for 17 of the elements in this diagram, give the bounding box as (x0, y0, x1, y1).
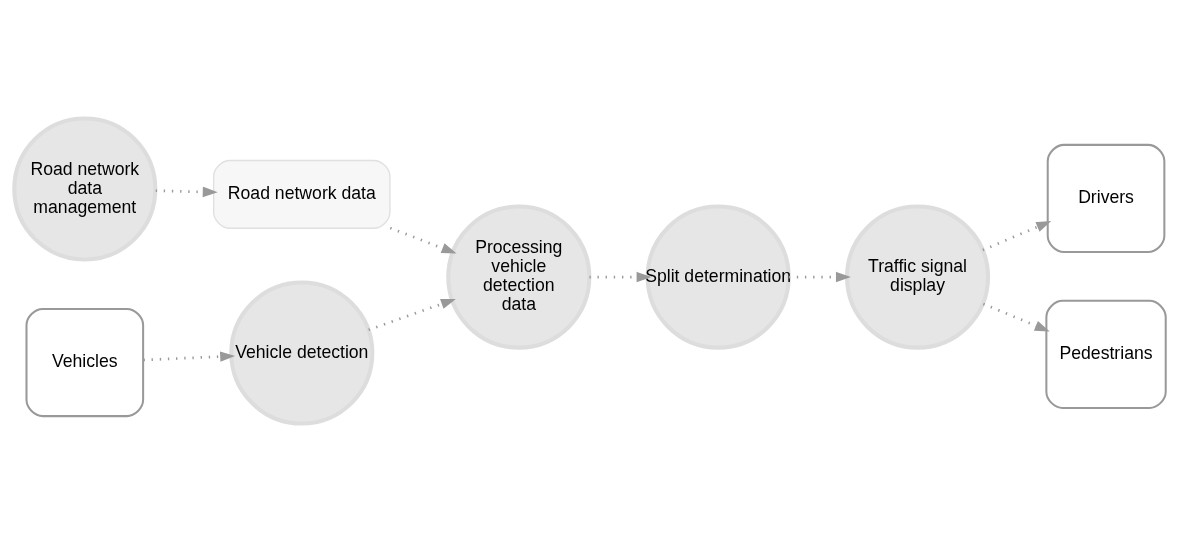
arrow (982, 221, 1052, 252)
node-box: Road network data (212, 159, 391, 229)
node-box: Pedestrians (1045, 299, 1167, 409)
arrow (143, 351, 236, 362)
node-circle: Split determination (645, 204, 791, 350)
arrow (982, 302, 1050, 332)
node-circle: Processing vehicle detection data (446, 204, 592, 350)
arrow (389, 226, 457, 254)
node-circle: Vehicle detection (229, 280, 375, 426)
node-box: Drivers (1046, 143, 1166, 254)
node-box: Vehicles (25, 307, 145, 418)
arrow (368, 298, 456, 332)
arrow (155, 186, 218, 198)
node-circle: Road network data management (12, 116, 158, 262)
arrow (788, 271, 851, 283)
arrow (589, 271, 652, 283)
node-circle: Traffic signal display (844, 204, 991, 350)
